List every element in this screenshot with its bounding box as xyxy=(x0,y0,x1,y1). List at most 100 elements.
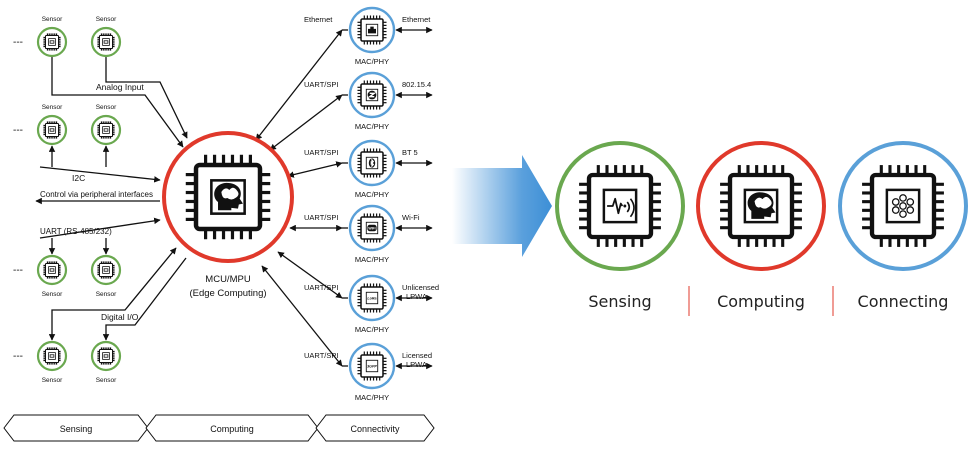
chip-pin xyxy=(376,80,378,84)
chip-pin xyxy=(102,362,104,365)
chip-pin xyxy=(383,232,387,234)
chip-pin xyxy=(46,48,49,51)
chip-pin xyxy=(112,272,115,274)
chip-pin xyxy=(605,165,609,175)
chip-pin xyxy=(112,266,115,268)
chip-pin xyxy=(102,121,104,124)
chip-pin xyxy=(792,182,802,186)
chip-pin xyxy=(46,136,49,139)
chip-pin xyxy=(108,347,110,350)
chip-pin xyxy=(363,351,365,355)
chip-pin xyxy=(43,133,46,136)
sensor-label-top: Sensor xyxy=(42,16,63,23)
chip-pin xyxy=(651,208,661,212)
chip-pin xyxy=(651,200,661,204)
band-computing-label: Computing xyxy=(210,424,254,434)
chip-pin xyxy=(58,356,61,358)
chip-core xyxy=(48,266,56,274)
chip-pin xyxy=(383,305,387,307)
chip-pin xyxy=(112,359,115,362)
chip-core xyxy=(102,126,110,134)
chip-pin xyxy=(579,208,589,212)
chip-pin xyxy=(50,121,52,124)
chip-pin xyxy=(58,40,61,42)
chip-pin xyxy=(357,219,361,221)
chip-pin xyxy=(383,289,387,291)
ellipsis-dash: --- xyxy=(13,37,23,48)
chip-pin xyxy=(104,121,106,124)
chip-pin xyxy=(97,130,100,132)
chip-pin xyxy=(55,347,58,350)
chip-pin xyxy=(579,200,589,204)
chip-pin xyxy=(97,126,100,128)
chip-pin xyxy=(43,268,46,270)
chip-pin xyxy=(43,36,46,39)
chip-pin xyxy=(372,148,375,152)
chip-pin xyxy=(43,264,46,267)
chip-pin xyxy=(862,226,872,230)
chip-pin xyxy=(357,292,361,294)
chip-pin xyxy=(55,276,58,279)
sensor-chip-icon xyxy=(43,33,61,51)
chip-pin xyxy=(109,121,112,124)
mcu-radio-link xyxy=(269,94,343,151)
chip-pin xyxy=(260,190,271,195)
chip-pin xyxy=(923,237,927,247)
chip-pin xyxy=(379,351,381,355)
sensor-node: Sensor xyxy=(36,104,68,146)
chip-pin xyxy=(54,276,56,279)
chip-pin xyxy=(379,148,381,152)
chip-pin xyxy=(112,126,115,128)
chip-pin xyxy=(369,15,372,19)
chip-pin xyxy=(221,154,226,165)
chip-pin xyxy=(383,225,387,228)
chip-pin xyxy=(363,309,365,313)
chip-pin xyxy=(383,95,387,98)
chip-pin xyxy=(50,48,52,51)
chip-pin xyxy=(112,352,115,354)
ellipsis-dash: --- xyxy=(13,265,23,276)
band-connectivity-shape xyxy=(315,414,435,442)
chip-pin xyxy=(46,276,49,279)
chip-pin xyxy=(109,347,112,350)
radio-chip-icon: 3GPP xyxy=(357,351,387,381)
chip-pin xyxy=(97,350,100,353)
chip-pin xyxy=(58,268,61,270)
i2c-bus xyxy=(39,166,161,183)
chip-pin xyxy=(366,15,368,19)
chip-pin xyxy=(763,165,767,175)
chip-pin xyxy=(792,226,802,230)
chip-pin xyxy=(112,44,115,46)
chip-pin xyxy=(379,106,381,110)
chip-pin xyxy=(112,264,115,267)
node-circle xyxy=(891,198,900,206)
chip-pin xyxy=(376,351,378,355)
chip-pin xyxy=(369,377,372,381)
chip-pin xyxy=(54,261,56,264)
chip-pin xyxy=(239,229,244,240)
chip-pin xyxy=(112,358,115,360)
chip-pin xyxy=(357,222,361,224)
chip-pin xyxy=(383,102,387,104)
sensor-chip-icon xyxy=(97,121,115,139)
chip-pin xyxy=(54,33,56,36)
chip-pin xyxy=(372,309,375,313)
node-circle xyxy=(891,206,900,214)
3gpp-icon: 3GPP xyxy=(367,364,377,368)
chip-pin xyxy=(376,239,378,243)
chip-pin xyxy=(755,165,759,175)
chip-pin xyxy=(383,302,387,304)
chip-pin xyxy=(363,15,365,19)
sensor-mark xyxy=(103,354,109,358)
analog-input-line-2 xyxy=(105,57,188,139)
chip-pin xyxy=(112,350,115,353)
sensor-node: Sensor xyxy=(90,104,122,146)
chip-pin xyxy=(366,41,368,45)
chip-pin xyxy=(792,208,802,212)
chip-pin xyxy=(97,42,100,44)
chip-pin xyxy=(185,173,196,177)
chip-pin xyxy=(58,38,61,40)
chip-pin xyxy=(248,229,252,240)
chip-pin xyxy=(383,154,387,156)
